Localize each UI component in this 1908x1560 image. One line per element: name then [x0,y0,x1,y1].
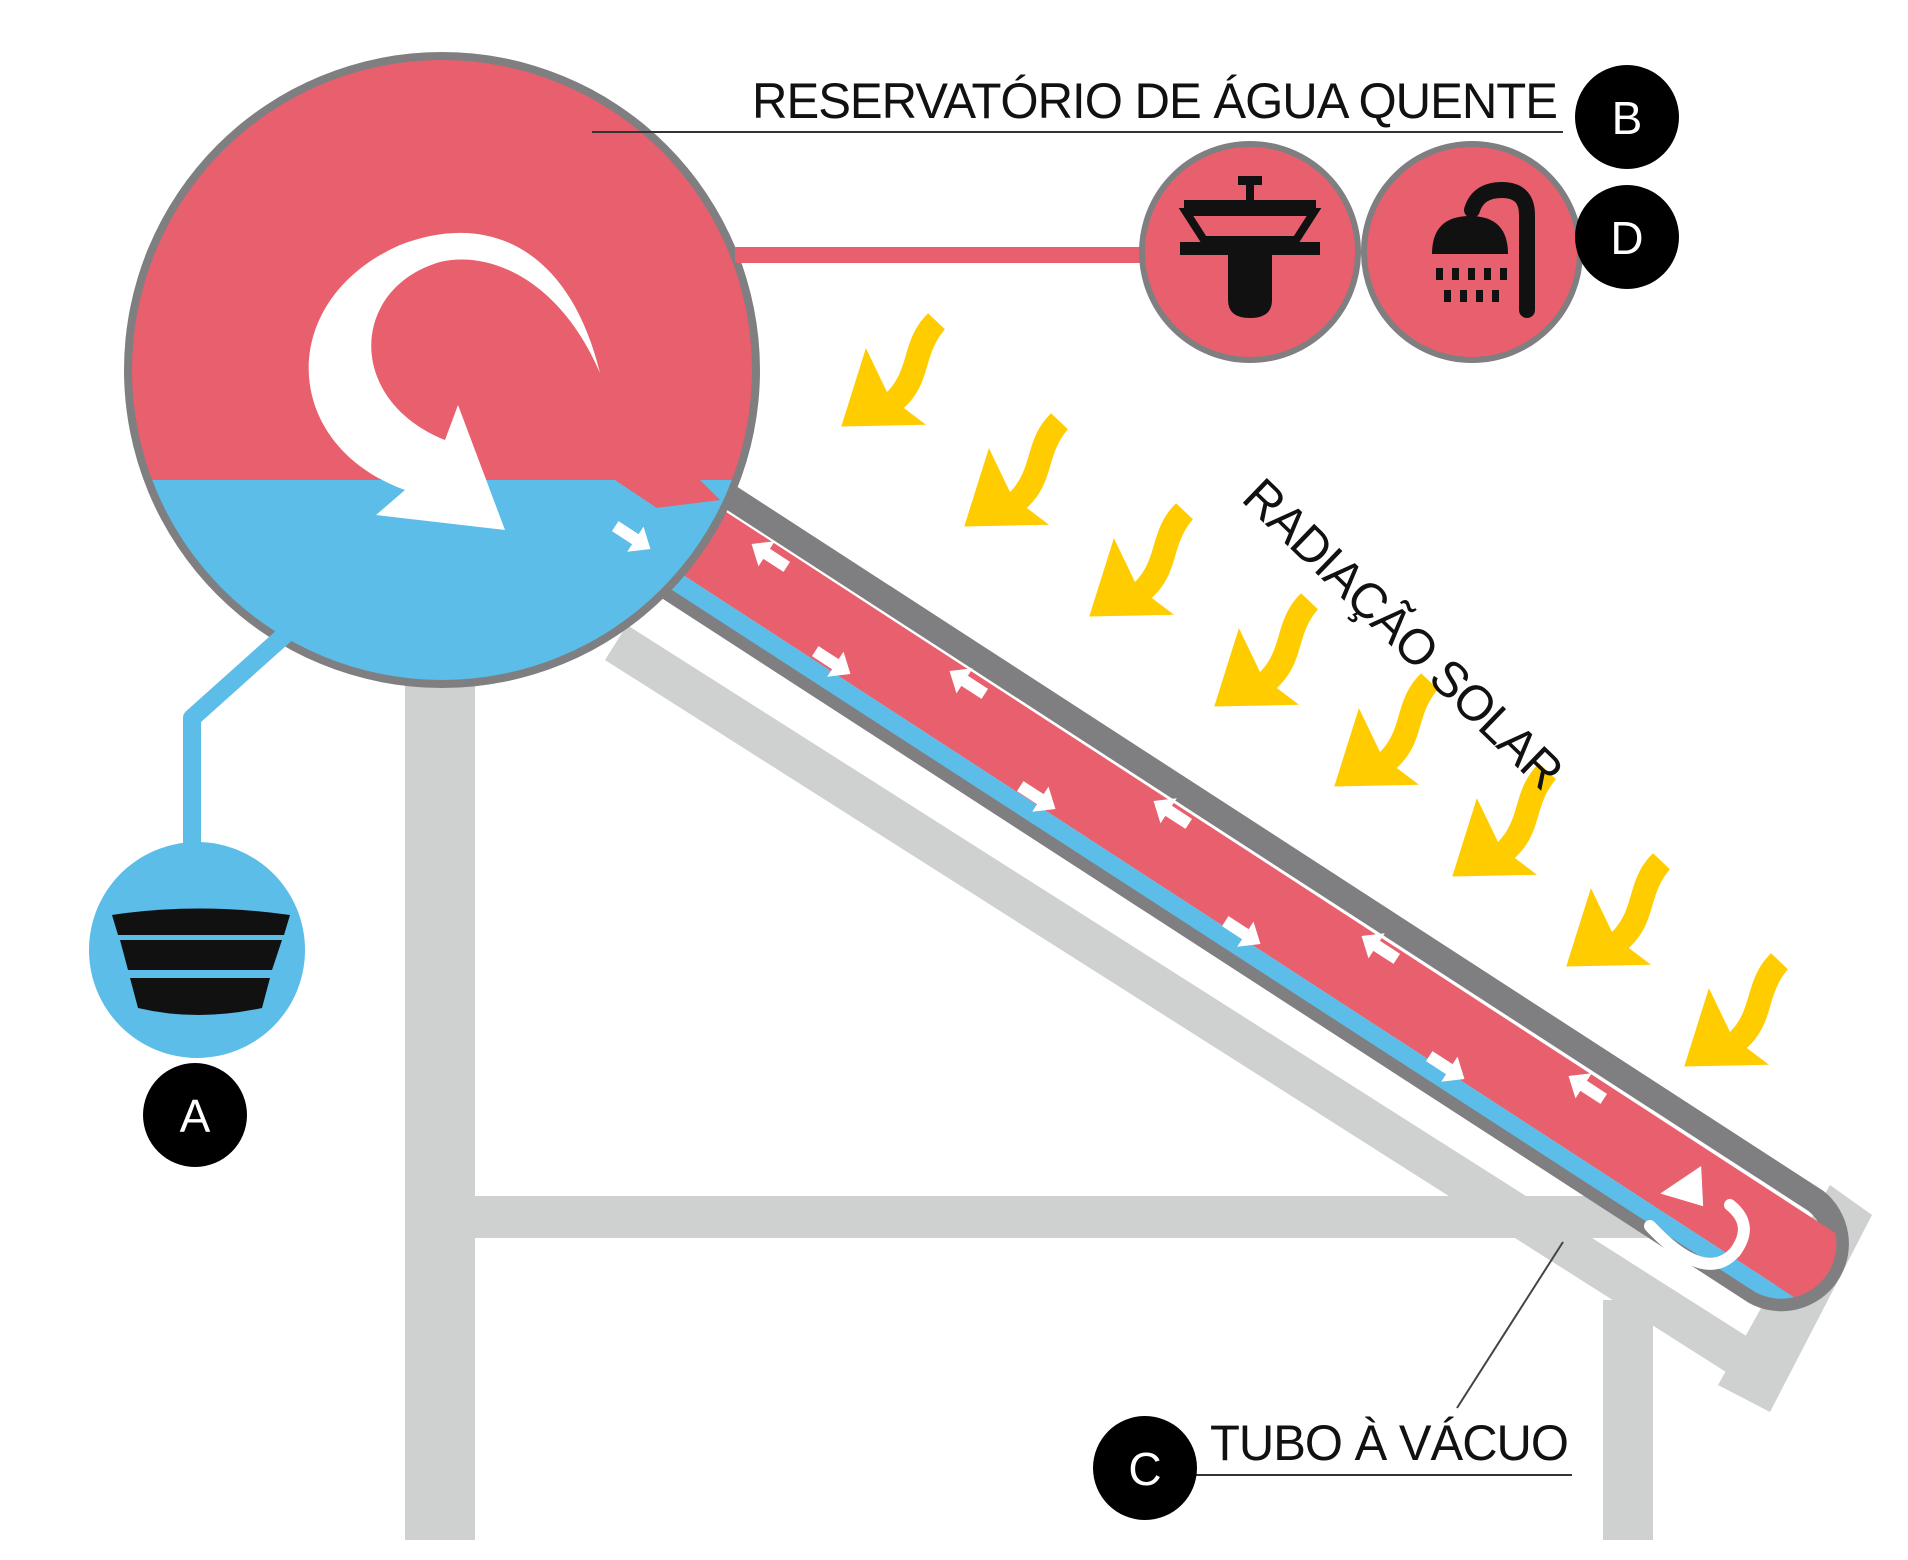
badge-a: A [143,1063,247,1167]
badge-d-letter: D [1610,212,1643,264]
cold-flow-arrow [1425,1051,1465,1082]
hot-flow-arrow [751,541,791,572]
water-tank-icon [89,842,305,1058]
badge-b-letter: B [1612,92,1643,144]
frame-right-leg [1603,1300,1653,1540]
badge-d: D [1575,185,1679,289]
hot-flow-arrow [949,668,989,699]
cold-flow-arrow [1016,781,1056,812]
hot-flow-arrow [1153,798,1193,829]
flow-arrows [611,521,1608,1104]
sun-ray-arrow-icon [1334,673,1438,787]
sun-ray-arrow-icon [841,313,945,427]
vacuum-tube-leader-line [1456,1241,1564,1409]
sun-ray-arrow-icon [1684,953,1788,1067]
sun-ray-arrow-icon [964,413,1068,527]
cold-water-supply-pipe [183,625,295,845]
reservoir-label: RESERVATÓRIO DE ÁGUA QUENTE [752,73,1557,129]
cold-flow-arrow [1221,916,1261,947]
badge-c: C [1093,1416,1197,1520]
vacuum-tube-label: TUBO À VÁCUO [1210,1415,1568,1471]
sun-ray-arrow-icon [1452,763,1556,877]
vacuum-tube [602,449,1849,1312]
frame-left-leg [405,632,475,1540]
sink-icon[interactable] [1139,141,1361,363]
solar-radiation-arrows [841,313,1788,1067]
tube-hot-channel [615,462,1837,1299]
circular-arrow-icon [308,232,600,530]
sun-ray-arrow-icon [1214,593,1318,707]
badge-a-letter: A [180,1090,211,1142]
hot-water-reservoir [124,52,760,688]
cold-flow-arrow [811,646,851,677]
badge-b: B [1575,65,1679,169]
badge-c-letter: C [1128,1443,1161,1495]
sun-ray-arrow-icon [1089,503,1193,617]
hot-flow-arrow [1361,933,1401,964]
hot-flow-arrow [1568,1073,1608,1104]
u-turn-arrow-icon [1644,1165,1750,1270]
sun-ray-arrow-icon [1566,853,1670,967]
shower-icon[interactable] [1361,141,1583,363]
reservoir-neck-cold [600,480,660,548]
cold-flow-arrow [611,521,651,552]
frame-diagonal-rail [605,625,1792,1400]
frame-crossbar [405,1196,1665,1238]
